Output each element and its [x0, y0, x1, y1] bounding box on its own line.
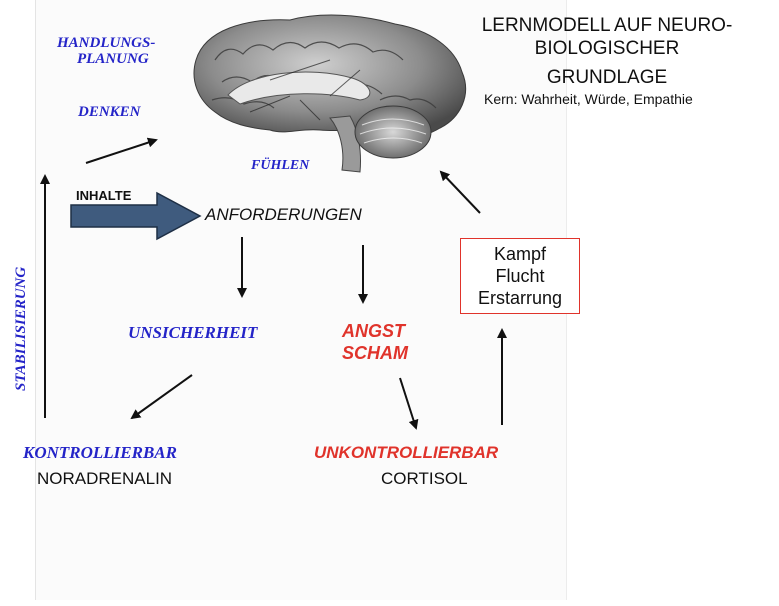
- label-noradrenalin: NORADRENALIN: [37, 469, 173, 488]
- brainstem: [329, 115, 361, 173]
- label-cortisol: CORTISOL: [381, 469, 468, 488]
- reaction-flucht: Flucht: [495, 266, 545, 286]
- label-inhalte: INHALTE: [76, 188, 132, 203]
- stabilisierung-label-wrapper: STABILISIERUNG: [13, 267, 29, 391]
- title-line-3: GRUNDLAGE: [546, 67, 668, 88]
- label-stabilisierung: STABILISIERUNG: [13, 267, 29, 391]
- label-fuehlen: FÜHLEN: [251, 158, 310, 173]
- arrow-angst-to-unkontrollierbar: [399, 377, 419, 430]
- label-unkontrollierbar: UNKONTROLLIERBAR: [314, 443, 499, 462]
- title-subtitle: Kern: Wahrheit, Würde, Empathie: [484, 91, 693, 107]
- reaction-kampf: Kampf: [493, 244, 547, 264]
- label-unsicherheit: UNSICHERHEIT: [128, 323, 258, 342]
- arrow-to-denken: [85, 137, 158, 164]
- arrow-unsicherheit-to-kontrollierbar: [130, 374, 193, 420]
- cerebellum-folds: [359, 118, 427, 144]
- label-handlungsplanung-2: PLANUNG: [77, 51, 149, 67]
- neural-pathways: [249, 59, 361, 121]
- label-anforderungen: ANFORDERUNGEN: [205, 205, 362, 224]
- reaction-erstarrung: Erstarrung: [477, 288, 563, 308]
- label-denken: DENKEN: [78, 104, 141, 120]
- label-angst: ANGST: [342, 321, 405, 341]
- label-scham: SCHAM: [342, 343, 408, 363]
- title-line-1: LERNMODELL AUF NEURO-: [481, 15, 733, 36]
- corpus-callosum: [227, 71, 371, 105]
- reaction-box: Kampf Flucht Erstarrung: [460, 238, 580, 314]
- label-kontrollierbar: KONTROLLIERBAR: [23, 443, 177, 462]
- cerebellum: [354, 105, 432, 159]
- label-handlungsplanung-1: HANDLUNGS-: [57, 35, 156, 51]
- inhalte-block-arrow: [70, 191, 202, 241]
- arrow-box-to-brain: [439, 170, 481, 214]
- title-line-2: BIOLOGISCHER: [534, 38, 680, 59]
